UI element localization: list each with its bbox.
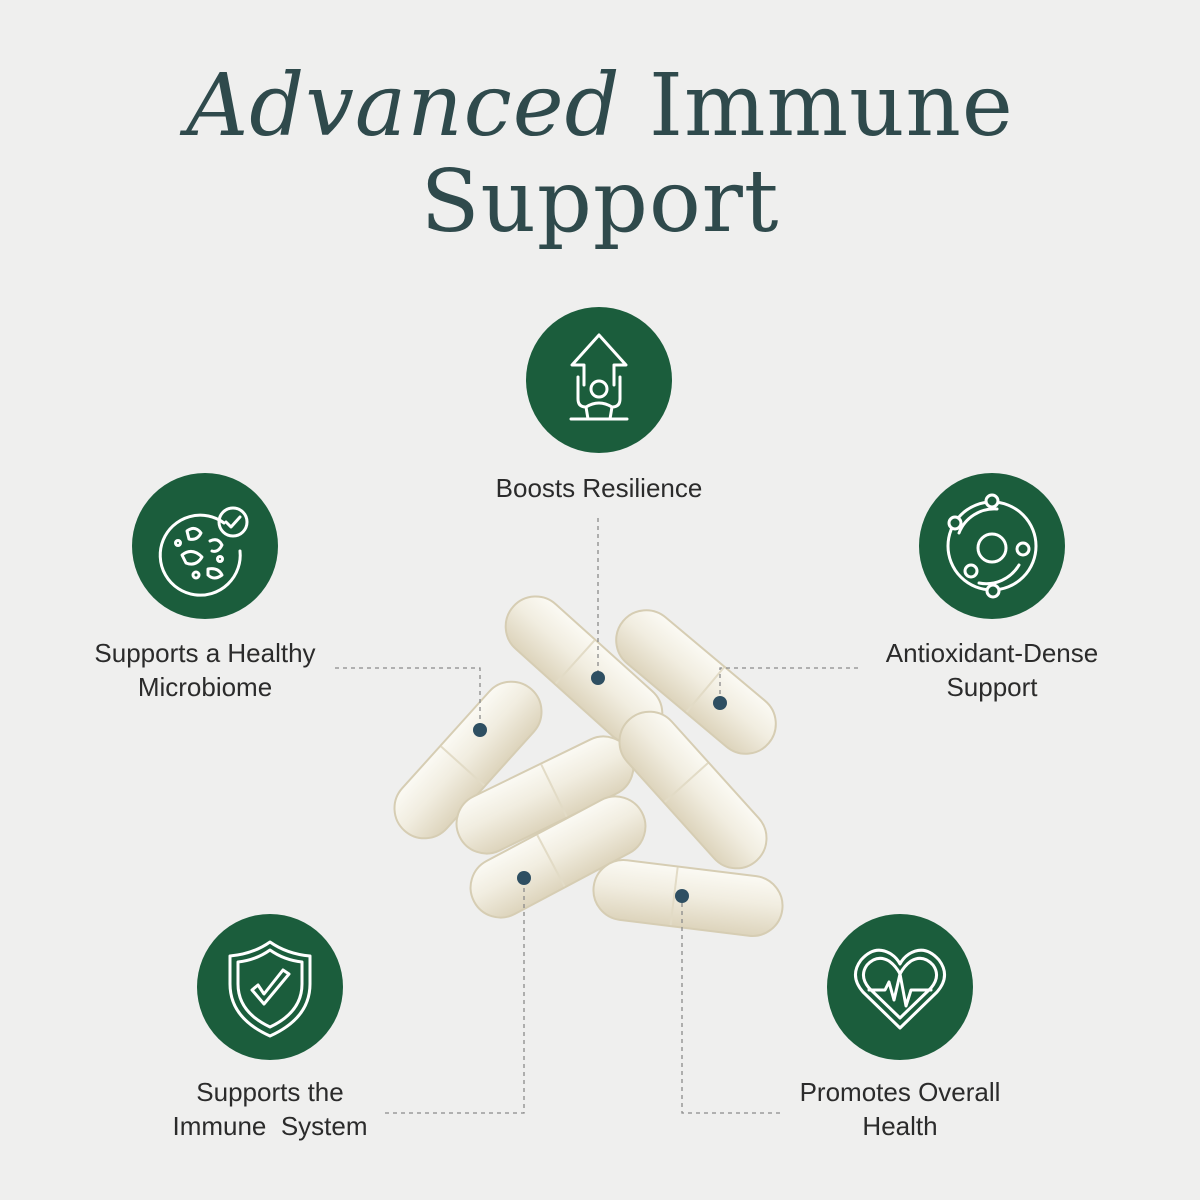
callout-dot — [713, 696, 727, 710]
feature-label-line: Support — [946, 672, 1038, 702]
feature-label-line: Supports a Healthy — [94, 638, 316, 668]
person-arrow-up-icon — [526, 307, 672, 453]
leader-line-microbiome — [335, 667, 481, 730]
feature-label-line: Promotes Overall — [799, 1077, 1001, 1107]
feature-label-line: Immune System — [172, 1111, 368, 1141]
capsule — [393, 680, 543, 840]
microbiome-check-icon — [132, 473, 278, 619]
callout-dot — [473, 723, 487, 737]
feature-label-line: Supports the — [196, 1077, 344, 1107]
capsule — [618, 710, 768, 870]
feature-label-line: Antioxidant-Dense — [885, 638, 1099, 668]
callout-dot — [591, 671, 605, 685]
molecule-orbit-icon — [919, 473, 1065, 619]
feature-label-health: Promotes Overall Health — [750, 1075, 1050, 1143]
capsule-pile — [393, 595, 784, 937]
feature-label-resilience: Boosts Resilience — [449, 471, 749, 505]
leader-line-antioxidant — [719, 667, 858, 703]
title-italic: Advanced — [186, 56, 621, 156]
callout-dot — [517, 871, 531, 885]
callout-dot — [675, 889, 689, 903]
capsule — [469, 795, 647, 919]
leader-line-health — [681, 896, 780, 1114]
title-word: Immune — [649, 56, 1014, 156]
heart-pulse-icon — [827, 914, 973, 1060]
feature-label-microbiome: Supports a Healthy Microbiome — [55, 636, 355, 704]
feature-label-line: Microbiome — [137, 672, 273, 702]
capsule — [615, 609, 777, 755]
feature-label-line: Health — [862, 1111, 938, 1141]
feature-label-line: Boosts Resilience — [495, 473, 703, 503]
leader-line-immune — [385, 878, 525, 1114]
feature-label-antioxidant: Antioxidant-Dense Support — [842, 636, 1142, 704]
shield-check-icon — [197, 914, 343, 1060]
callout-dots — [473, 671, 727, 903]
feature-label-immune: Supports the Immune System — [120, 1075, 420, 1143]
page-title: Advanced Immune Support — [0, 58, 1200, 250]
leader-lines — [335, 518, 858, 1114]
title-line-2: Support — [420, 152, 780, 252]
